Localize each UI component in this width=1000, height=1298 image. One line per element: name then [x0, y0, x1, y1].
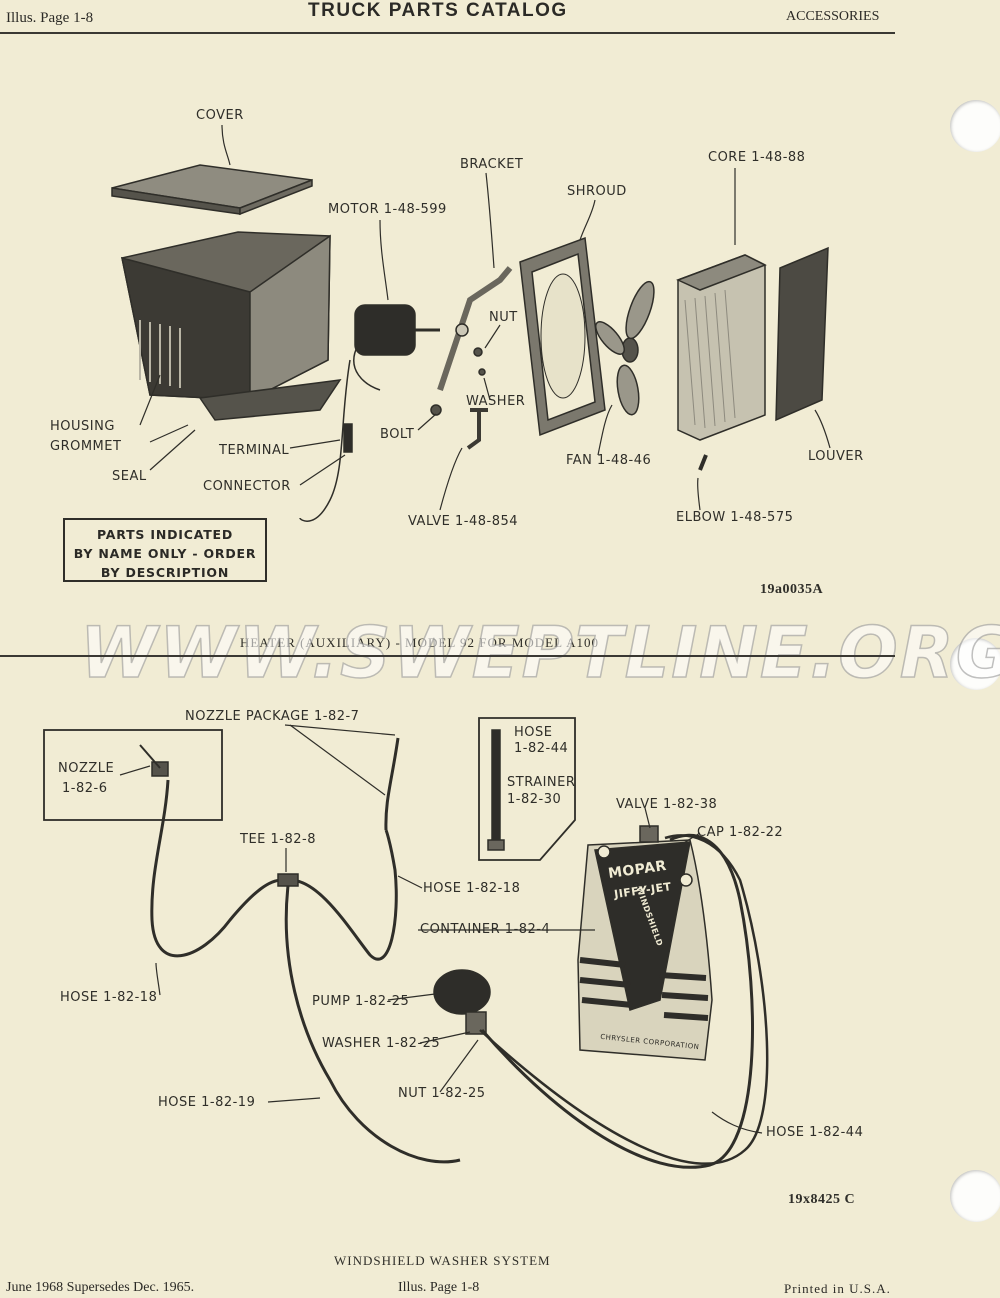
- header-title: TRUCK PARTS CATALOG: [308, 0, 568, 21]
- washer-figure-code: 19x8425 C: [788, 1192, 856, 1207]
- bracket-hole: [455, 323, 469, 337]
- parts-note-line: BY DESCRIPTION: [100, 565, 230, 580]
- label-nut: NUT: [489, 310, 518, 325]
- label-shroud: SHROUD: [567, 184, 627, 199]
- elbow-part: [698, 454, 708, 471]
- label-cap: CAP 1-82-22: [697, 825, 784, 840]
- cover-part: [111, 164, 313, 216]
- label-hose-18-top: HOSE 1-82-18: [423, 881, 521, 896]
- label-nozzle: NOZZLE: [58, 761, 115, 776]
- hose-1-82-44-return: [479, 834, 769, 1165]
- louver-part: [775, 246, 829, 422]
- label-bolt: BOLT: [380, 427, 415, 442]
- parts-note-box: PARTS INDICATED BY NAME ONLY - ORDER BY …: [63, 518, 267, 582]
- bolt-part: [430, 404, 442, 416]
- label-hose-44: HOSE 1-82-44: [766, 1125, 864, 1140]
- nozzle-inset-box: [43, 729, 223, 821]
- label-washer: WASHER 1-82-25: [322, 1036, 441, 1051]
- label-cover: COVER: [196, 108, 244, 123]
- footer-page-ref: Illus. Page 1-8: [398, 1280, 480, 1295]
- label-container: CONTAINER 1-82-4: [420, 922, 551, 937]
- label-hose-19: HOSE 1-82-19: [158, 1095, 256, 1110]
- core-part: [676, 254, 767, 441]
- hose-1-82-19: [284, 885, 461, 1164]
- pump-part: [433, 969, 491, 1035]
- washer-leaders: [119, 724, 763, 1134]
- label-valve: VALVE 1-82-38: [616, 797, 718, 812]
- binder-hole-middle: [950, 638, 1000, 690]
- valve-part: [466, 408, 488, 450]
- label-valve: VALVE 1-48-854: [408, 514, 519, 529]
- hose-1-82-18-left: [150, 779, 283, 958]
- binder-hole-top: [950, 100, 1000, 152]
- strainer-hose: [491, 729, 501, 841]
- hose-1-82-18-right: [289, 829, 398, 961]
- heater-caption: HEATER (AUXILIARY) - MODEL 92 FOR MODEL …: [240, 635, 599, 650]
- parts-note-line: PARTS INDICATED: [96, 527, 234, 542]
- nozzle-package-hose: [384, 737, 400, 831]
- washer-part: [478, 368, 486, 376]
- label-nozzle-package: NOZZLE PACKAGE 1-82-7: [185, 709, 360, 724]
- nut-part: [473, 347, 483, 357]
- label-nut: NUT 1-82-25: [398, 1086, 486, 1101]
- motor-part: [353, 304, 440, 391]
- header-section: ACCESSORIES: [786, 9, 880, 24]
- label-core: CORE 1-48-88: [708, 150, 806, 165]
- label-inset-hose-number: 1-82-44: [514, 741, 569, 756]
- header-page-ref: Illus. Page 1-8: [6, 10, 94, 26]
- parts-note-line: BY NAME ONLY - ORDER: [73, 546, 257, 561]
- label-motor: MOTOR 1-48-599: [328, 202, 447, 217]
- label-elbow: ELBOW 1-48-575: [676, 510, 794, 525]
- footer-date: June 1968 Supersedes Dec. 1965.: [6, 1280, 195, 1295]
- washer-caption: WINDSHIELD WASHER SYSTEM: [334, 1253, 551, 1268]
- label-seal: SEAL: [112, 469, 147, 484]
- section-divider: [0, 655, 895, 657]
- bracket-part: [437, 266, 513, 391]
- label-strainer: STRAINER: [507, 775, 576, 790]
- tee-part: [277, 873, 299, 887]
- label-hose-18-left: HOSE 1-82-18: [60, 990, 158, 1005]
- heater-leaders: [139, 124, 831, 511]
- label-pump: PUMP 1-82-25: [312, 994, 410, 1009]
- label-tee: TEE 1-82-8: [240, 832, 316, 847]
- strainer-part: [487, 839, 505, 851]
- label-housing: HOUSING: [50, 419, 115, 434]
- housing-part: [121, 231, 342, 421]
- footer-printed: Printed in U.S.A.: [784, 1281, 891, 1296]
- label-connector: CONNECTOR: [203, 479, 291, 494]
- nozzle-part: [139, 744, 169, 777]
- label-strainer-number: 1-82-30: [507, 792, 562, 807]
- shroud-part: [519, 236, 606, 437]
- header-rule: [0, 32, 895, 34]
- container-part: [577, 825, 713, 1061]
- connector-wire: [299, 359, 351, 522]
- label-fan: FAN 1-48-46: [566, 453, 652, 468]
- label-grommet: GROMMET: [50, 439, 122, 454]
- fan-part: [595, 280, 655, 416]
- terminal-part: [343, 423, 353, 453]
- binder-hole-bottom: [950, 1170, 1000, 1222]
- label-washer: WASHER: [466, 394, 526, 409]
- label-louver: LOUVER: [808, 449, 864, 464]
- label-terminal: TERMINAL: [219, 443, 290, 458]
- label-nozzle-number: 1-82-6: [62, 781, 108, 796]
- strainer-inset-box: [478, 717, 576, 861]
- label-bracket: BRACKET: [460, 157, 524, 172]
- heater-figure-code: 19a0035A: [760, 582, 824, 597]
- watermark: WWW.SWEPTLINE.ORG: [79, 611, 1000, 695]
- label-inset-hose: HOSE: [514, 725, 553, 740]
